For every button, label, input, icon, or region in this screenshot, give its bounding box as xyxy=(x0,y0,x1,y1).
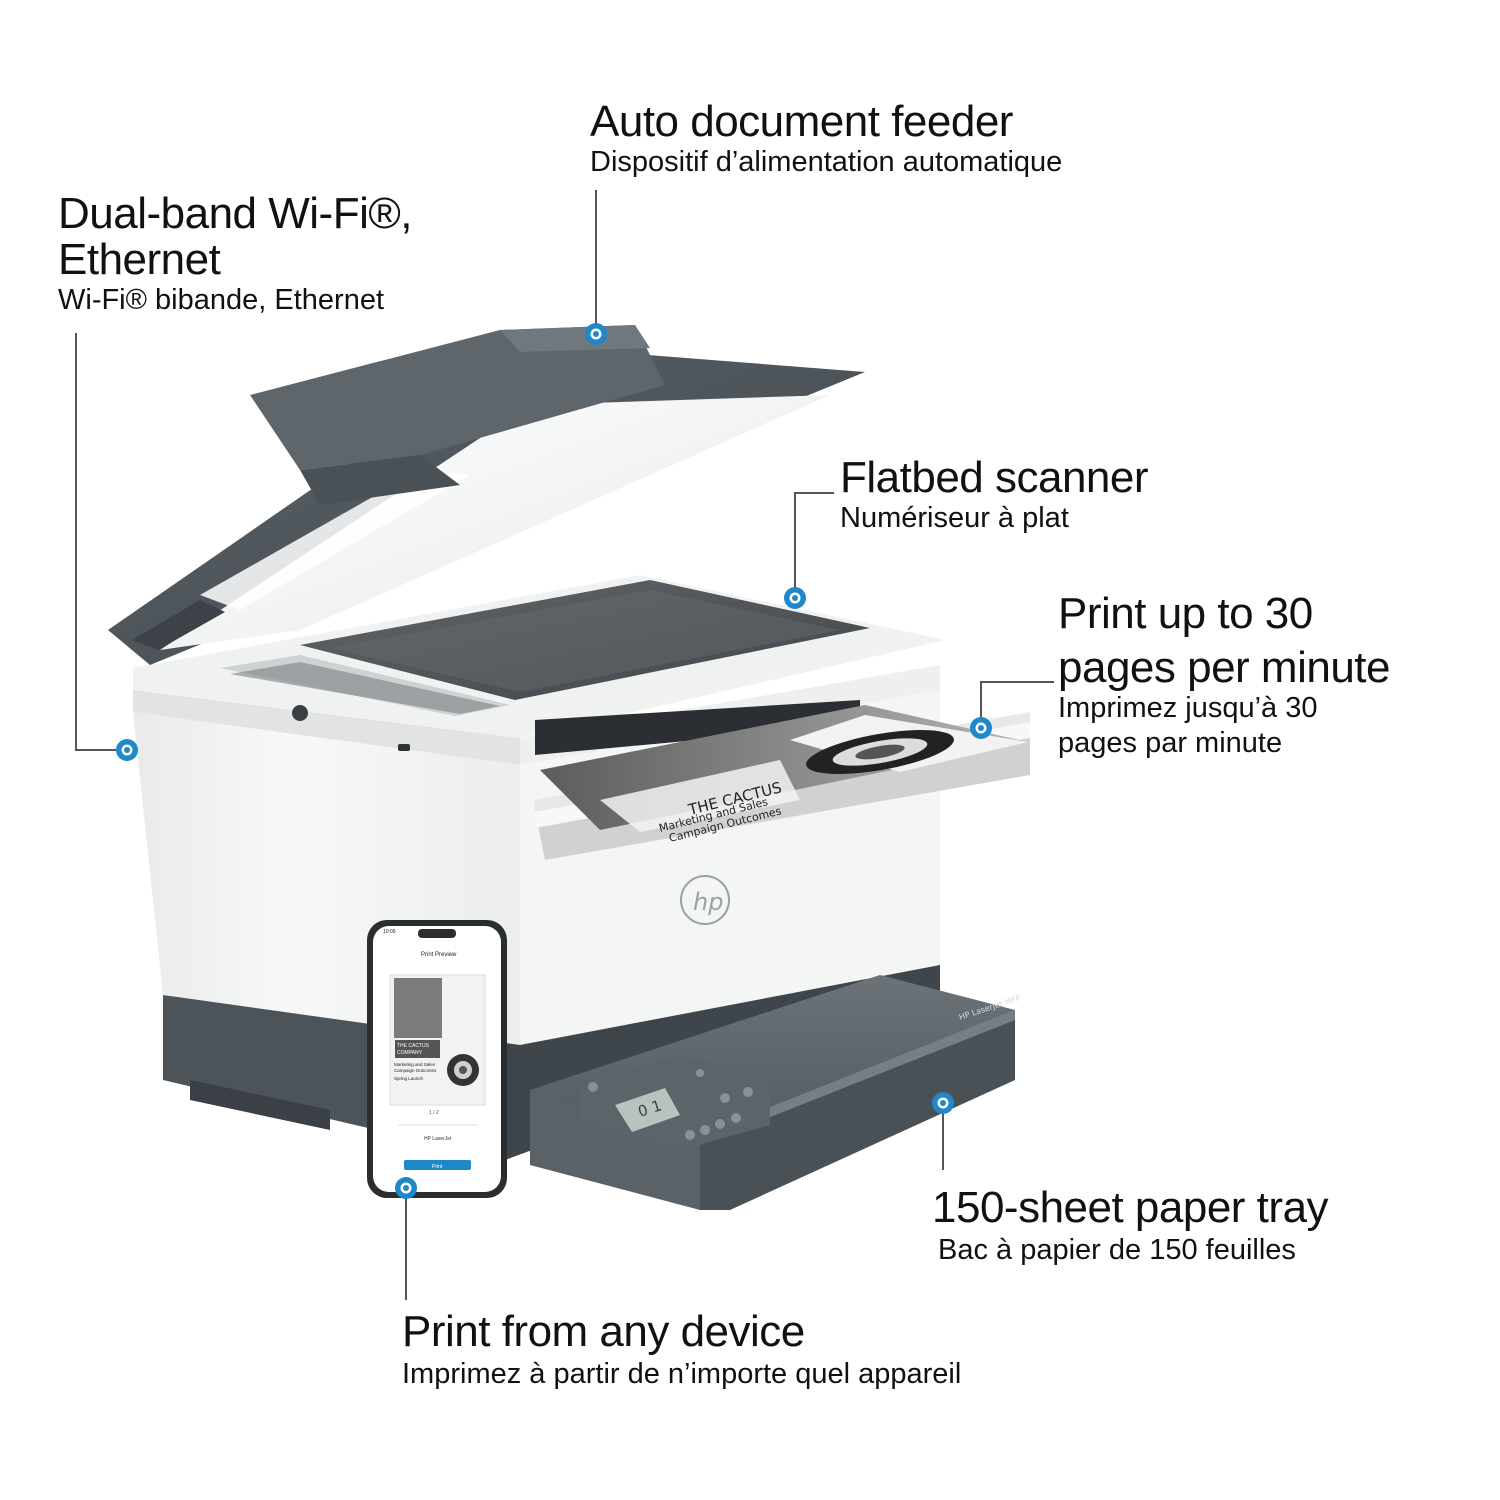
callout-subtitle: Dispositif d’alimentation automatique xyxy=(590,146,1063,178)
phone-page-indicator: 1 / 2 xyxy=(429,1110,439,1116)
auto-document-feeder xyxy=(250,325,665,505)
callout-title: 150-sheet paper tray xyxy=(932,1183,1329,1232)
ring-dot-icon xyxy=(784,587,806,609)
phone-doc-line: Marketing and Sales xyxy=(394,1062,436,1067)
phone-doc-line: Spring Launch xyxy=(394,1076,424,1081)
phone-print-button: Print xyxy=(432,1164,443,1170)
paper-tray xyxy=(530,975,1015,1210)
callout-tray: 150-sheet paper tray Bac à papier de 150… xyxy=(932,1183,1329,1266)
callout-subtitle: Wi-Fi® bibande, Ethernet xyxy=(58,284,385,316)
callout-flatbed: Flatbed scanner Numériseur à plat xyxy=(840,453,1149,534)
phone xyxy=(367,920,507,1198)
output-paper xyxy=(535,700,1030,860)
callout-title: pages per minute xyxy=(1058,643,1391,692)
callout-title: Auto document feeder xyxy=(590,97,1013,146)
phone-printer-name: HP LaserJet xyxy=(424,1136,452,1142)
callout-speed: Print up to 30 pages per minute Imprimez… xyxy=(1058,589,1391,759)
callout-subtitle: Imprimez à partir de n’importe quel appa… xyxy=(402,1358,962,1390)
phone-doc-line: Campaign Outcomes xyxy=(394,1068,437,1073)
phone-doc-title: COMPANY xyxy=(397,1050,423,1056)
callout-subtitle: Numériseur à plat xyxy=(840,502,1069,534)
usb-slot xyxy=(398,744,410,751)
callout-lines xyxy=(75,190,1054,1300)
callout-wifi: Dual-band Wi-Fi®, Ethernet Wi-Fi® biband… xyxy=(58,189,413,316)
hp-logo: hp xyxy=(680,875,730,925)
ring-dot-icon xyxy=(116,739,138,761)
phone-time: 10:09 xyxy=(383,929,396,935)
callout-title: Dual-band Wi-Fi®, xyxy=(58,189,413,238)
callout-subtitle: Bac à papier de 150 feuilles xyxy=(938,1234,1296,1266)
callout-title: Print from any device xyxy=(402,1307,805,1356)
control-panel xyxy=(580,1055,770,1150)
callout-title: Flatbed scanner xyxy=(840,453,1149,502)
phone-screen-title: Print Preview xyxy=(421,952,457,958)
ring-dot-icon xyxy=(585,323,607,345)
callout-adf: Auto document feeder Dispositif d’alimen… xyxy=(590,100,1062,177)
callout-subtitle: pages par minute xyxy=(1058,727,1283,759)
callout-subtitle: Imprimez jusqu’à 30 xyxy=(1058,692,1318,724)
ring-dot-icon xyxy=(395,1177,417,1199)
ring-dot-icon xyxy=(932,1092,954,1114)
phone-doc-title: THE CACTUS xyxy=(397,1043,430,1049)
callout-title: Ethernet xyxy=(58,235,221,284)
svg-text:hp: hp xyxy=(693,888,723,916)
scanner-button xyxy=(292,705,308,721)
ring-dot-icon xyxy=(970,717,992,739)
callout-title: Print up to 30 xyxy=(1058,589,1313,638)
scanner-lid xyxy=(108,345,865,665)
flatbed-glass xyxy=(220,580,870,716)
callout-mobile: Print from any device Imprimez à partir … xyxy=(402,1310,961,1389)
